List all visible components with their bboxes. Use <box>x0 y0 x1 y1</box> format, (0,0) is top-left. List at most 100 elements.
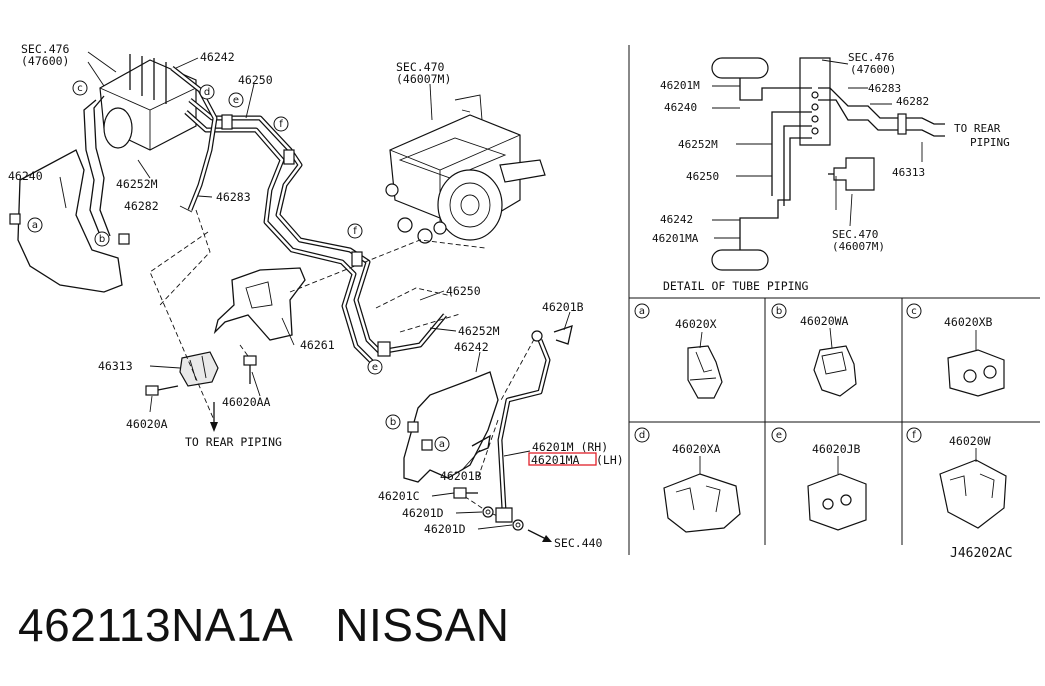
label-46201b-top: 46201B <box>542 300 584 314</box>
parts-diagram: c d e f a b f e b a SEC.476 (47600) 4624… <box>8 42 1040 561</box>
circle-marker-b-main-low: b <box>385 414 401 430</box>
svg-text:a: a <box>639 306 645 317</box>
brake-hose-46201m <box>495 330 551 523</box>
label-46201d-b: 46201D <box>424 522 466 536</box>
clip-e-part-label: 46020JB <box>812 442 861 456</box>
pipe-clamp-markers <box>221 114 391 357</box>
label-46252m-mid: 46252M <box>458 324 500 338</box>
clip-f-part-label: 46020W <box>949 434 991 448</box>
clip-b-part-label: 46020WA <box>800 314 849 328</box>
label-sec440: SEC.440 <box>554 536 603 550</box>
label-46261: 46261 <box>300 338 335 352</box>
label-46020aa: 46020AA <box>222 395 271 409</box>
clip-a-part-label: 46020X <box>675 317 717 331</box>
arrow-to-rear-piping <box>210 402 218 432</box>
clip-b-icon <box>813 345 857 397</box>
clip-46201b-bottom <box>471 434 491 453</box>
svg-text:b: b <box>776 306 782 317</box>
detail-label-sec470-sub: (46007M) <box>832 240 885 253</box>
clip-cell-b: b 46020WA <box>771 303 857 397</box>
clip-c-icon <box>947 349 1005 397</box>
label-46242-top: 46242 <box>200 50 235 64</box>
label-46282: 46282 <box>124 199 159 213</box>
svg-text:a: a <box>439 439 445 450</box>
brand-name: NISSAN <box>335 599 510 651</box>
circle-marker-a-main-low: a <box>434 436 450 452</box>
highlight-box-46201ma <box>528 452 597 466</box>
clip-cell-f: f 46020W <box>906 427 1007 529</box>
clip-cell-e: e 46020JB <box>771 427 867 531</box>
dashed-leaders <box>149 209 539 523</box>
clip-c-part-label: 46020XB <box>944 315 993 329</box>
washer-46201d-b <box>512 519 524 531</box>
label-46201m-rh: 46201M (RH) <box>532 440 608 454</box>
detail-label-sec476: SEC.476 <box>848 51 894 64</box>
circle-marker-c-main: c <box>72 80 88 96</box>
detail-label-46242: 46242 <box>660 213 693 226</box>
label-46020a: 46020A <box>126 417 168 431</box>
svg-text:f: f <box>353 226 357 237</box>
svg-text:a: a <box>32 220 38 231</box>
abs-actuator-unit <box>99 54 197 151</box>
drawing-code: J46202AC <box>950 546 1013 561</box>
detail-label-sec476-sub: (47600) <box>850 63 896 76</box>
brake-master-cylinder <box>385 94 546 244</box>
detail-label-to-rear-2: PIPING <box>970 136 1010 149</box>
circle-marker-b-main-left: b <box>94 231 110 247</box>
label-46283: 46283 <box>216 190 251 204</box>
bolt-46020aa <box>243 355 257 384</box>
brake-tube-bundle <box>83 66 447 364</box>
svg-text:e: e <box>776 430 782 441</box>
clip-f-icon <box>939 459 1007 529</box>
wheel-front-icon <box>711 57 769 79</box>
label-46250-mid: 46250 <box>446 284 481 298</box>
bracket-46240 <box>9 149 130 293</box>
svg-text:b: b <box>390 417 396 428</box>
bracket-46261 <box>213 267 306 341</box>
detail-label-46201m: 46201M <box>660 79 700 92</box>
detail-label-46313: 46313 <box>892 166 925 179</box>
label-sec470-sub: (46007M) <box>396 72 451 86</box>
label-46201c: 46201C <box>378 489 420 503</box>
detail-tube-piping <box>711 57 945 271</box>
arrow-to-sec440 <box>527 529 552 542</box>
clip-46201b-top <box>553 325 573 345</box>
svg-text:c: c <box>911 306 917 317</box>
clip-e-icon <box>807 473 867 531</box>
svg-text:b: b <box>99 234 105 245</box>
svg-text:c: c <box>77 83 83 94</box>
detail-label-46282: 46282 <box>896 95 929 108</box>
svg-text:d: d <box>204 87 210 98</box>
clip-cell-c: c 46020XB <box>906 303 1005 397</box>
clip-d-part-label: 46020XA <box>672 442 721 456</box>
label-46242-mid: 46242 <box>454 340 489 354</box>
connector-46313 <box>179 351 219 387</box>
detail-master-cylinder <box>833 157 875 191</box>
label-46201d-a: 46201D <box>402 506 444 520</box>
svg-text:e: e <box>233 95 239 106</box>
circle-marker-a-main-left: a <box>27 217 43 233</box>
detail-label-46201ma: 46201MA <box>652 232 699 245</box>
label-sec476-sub: (47600) <box>21 54 69 68</box>
washer-46201d-a <box>482 506 494 518</box>
clip-cell-d: d 46020XA <box>634 427 741 533</box>
label-sec476: SEC.476 <box>21 42 70 56</box>
circle-marker-f-main-mid: f <box>347 223 363 239</box>
detail-label-to-rear-1: TO REAR <box>954 122 1001 135</box>
label-46240: 46240 <box>8 169 43 183</box>
detail-label-46283: 46283 <box>868 82 901 95</box>
bolt-46201c <box>453 487 478 499</box>
svg-text:f: f <box>279 119 283 130</box>
detail-label-sec470: SEC.470 <box>832 228 878 241</box>
circle-marker-e-main-mid: e <box>367 359 383 375</box>
svg-text:e: e <box>372 362 378 373</box>
detail-label-46250: 46250 <box>686 170 719 183</box>
detail-title: DETAIL OF TUBE PIPING <box>663 279 808 293</box>
circle-marker-d-main: d <box>199 84 215 100</box>
clip-cell-a: a 46020X <box>634 303 723 399</box>
label-sec470: SEC.470 <box>396 60 445 74</box>
label-46252m: 46252M <box>116 177 158 191</box>
detail-label-46252m: 46252M <box>678 138 718 151</box>
label-46201ma-code: 46201MA <box>531 453 580 467</box>
